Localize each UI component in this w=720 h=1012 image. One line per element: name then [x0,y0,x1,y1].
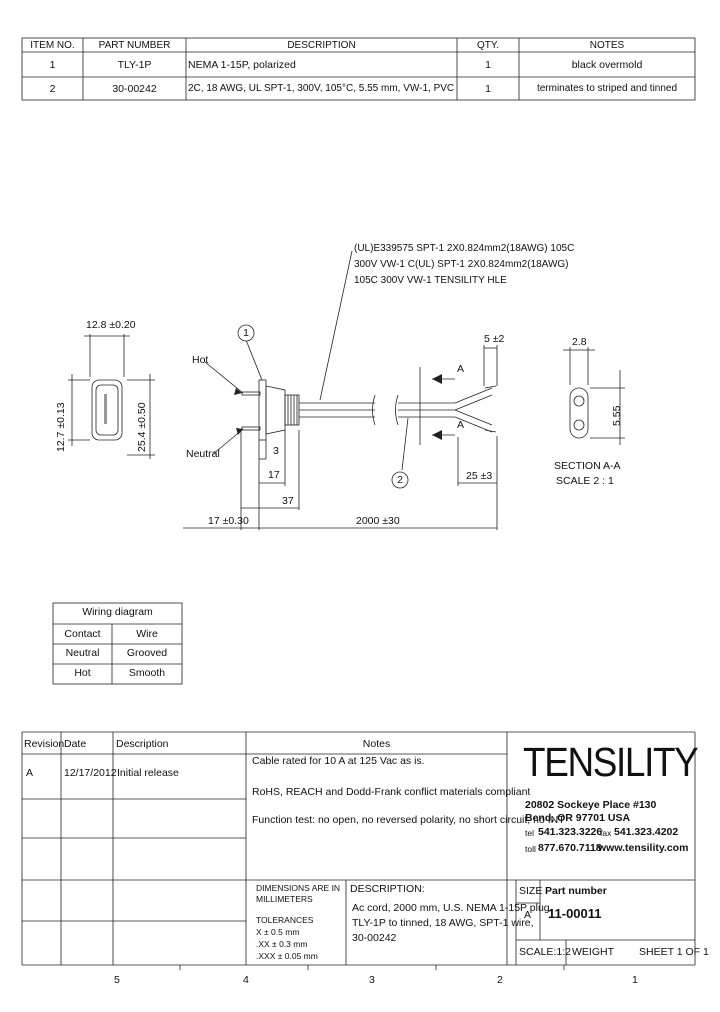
dim-2000: 2000 ±30 [356,515,400,527]
note-line-1: Cable rated for 10 A at 125 Vac as is. [252,755,425,767]
zone-label: 3 [369,974,375,986]
company-logo: TENSILITY [523,739,699,785]
bom-row-part: 30-00242 [112,83,157,95]
bom-row-desc: NEMA 1-15P, polarized [188,59,296,71]
cable-cross-section [569,387,589,439]
description-line-1: Ac cord, 2000 mm, U.S. NEMA 1-15P plug, [352,902,553,914]
bom-row-notes: black overmold [571,59,643,71]
rev-row-rev: A [26,767,34,779]
bom-row-qty: 1 [485,83,491,95]
size-value: A [524,909,532,921]
wiring-header-contact: Contact [64,628,101,640]
dim-25: 25 ±3 [466,470,493,482]
zone-label: 2 [497,974,503,986]
dim-3: 3 [273,445,279,457]
bom-row-desc: 2C, 18 AWG, UL SPT-1, 300V, 105°C, 5.55 … [188,83,455,94]
bom-header-qty: QTY. [476,40,500,51]
size-label: SIZE [519,885,543,897]
rev-header-rev: Revision [24,738,65,750]
description-line-3: 30-00242 [352,932,397,944]
rev-header-date: Date [64,738,87,750]
balloon-2-circle [391,471,409,489]
wiring-row-contact: Hot [74,667,91,679]
wiring-row-wire: Grooved [126,647,168,659]
company-web: www.tensility.com [598,842,689,854]
dim-plug-height-1: 12.7 ±0.13 [55,402,67,452]
wiring-row-wire: Smooth [128,667,166,679]
bom-row-item: 1 [49,59,56,71]
notes-title: Notes [362,738,391,750]
scale-value: SCALE:1:2 [519,946,571,958]
bom-header-part: PART NUMBER [98,40,171,51]
weight-label: WEIGHT [572,946,614,958]
company-toll: 877.670.7118 [538,842,602,854]
hot-blade [241,391,261,396]
dim-plug-height-2: 25.4 ±0.50 [136,402,148,452]
plug-face-outline [91,379,123,441]
tolerance-xxx: .XXX ± 0.05 mm [256,951,318,961]
balloon-1-label: 1 [243,327,249,339]
description-line-2: TLY-1P to tinned, 18 AWG, SPT-1 wire, [352,917,534,929]
dim-plug-width: 12.8 ±0.20 [86,319,136,331]
tolerance-x: X ± 0.5 mm [256,927,300,937]
dim-5: 5 ±2 [484,333,505,345]
bom-row-notes: terminates to striped and tinned [536,83,678,94]
bom-table-frame [21,37,696,101]
cable-print-line-1: (UL)E339575 SPT-1 2X0.824mm2(18AWG) 105C [354,243,575,254]
rev-header-desc: Description [116,738,169,750]
section-letter-top: A [457,363,465,375]
part-number-label: Part number [545,885,607,897]
neutral-label: Neutral [186,448,220,460]
bom-header-item: ITEM NO. [30,40,75,51]
wiring-table-frame [52,602,183,685]
section-scale: SCALE 2 : 1 [556,475,614,487]
cable-print-line-3: 105C 300V VW-1 TENSILITY HLE [354,275,507,286]
rev-row-desc: Initial release [117,767,179,779]
dim-17-tol: 17 ±0.30 [208,515,249,527]
zone-label: 4 [243,974,249,986]
bom-row-item: 2 [49,83,56,95]
wiring-row-contact: Neutral [65,647,100,659]
toll-label: toll [525,844,536,854]
tolerance-xx: .XX ± 0.3 mm [256,939,308,949]
part-number-value: 11-00011 [548,906,602,921]
section-label: SECTION A-A [554,460,621,472]
dim-section-width: 2.8 [572,336,587,348]
bom-header-desc: DESCRIPTION [287,40,356,51]
company-fax: 541.323.4202 [614,826,679,838]
bom-row-part: TLY-1P [117,59,152,71]
tel-label: tel [525,828,534,838]
rev-row-date: 12/17/2012 [64,767,117,779]
dims-note-1: DIMENSIONS ARE IN [256,883,341,893]
hot-label: Hot [192,354,209,366]
dim-37: 37 [282,495,294,507]
tolerances-label: TOLERANCES [256,915,314,925]
balloon-1-circle [237,324,255,342]
description-label: DESCRIPTION: [350,883,425,895]
note-line-3: Function test: no open, no reversed pola… [252,814,565,826]
note-line-2: RoHS, REACH and Dodd-Frank conflict mate… [252,786,531,798]
neutral-blade [241,426,261,431]
plug-flange [258,379,267,441]
dim-17: 17 [268,469,280,481]
company-address-1: 20802 Sockeye Place #130 [525,799,657,811]
company-tel: 541.323.3226 [538,826,603,838]
company-address-2: Bend, OR 97701 USA [525,812,631,824]
fax-label: fax [600,828,612,838]
balloon-2-label: 2 [397,474,403,486]
wiring-title: Wiring diagram [82,606,153,618]
cable-print-line-2: 300V VW-1 C(UL) SPT-1 2X0.824mm2(18AWG) [354,259,569,270]
wiring-header-wire: Wire [136,628,158,640]
dim-section-height: 5.55 [611,405,623,426]
section-letter-bottom: A [457,419,465,431]
strain-relief [284,394,300,426]
bom-row-qty: 1 [485,59,491,71]
sheet-label: SHEET 1 OF 1 [639,946,709,958]
zone-label: 1 [632,974,638,986]
zone-label: 5 [114,974,120,986]
dims-note-2: MILLIMETERS [256,894,313,904]
bom-header-notes: NOTES [589,40,625,51]
